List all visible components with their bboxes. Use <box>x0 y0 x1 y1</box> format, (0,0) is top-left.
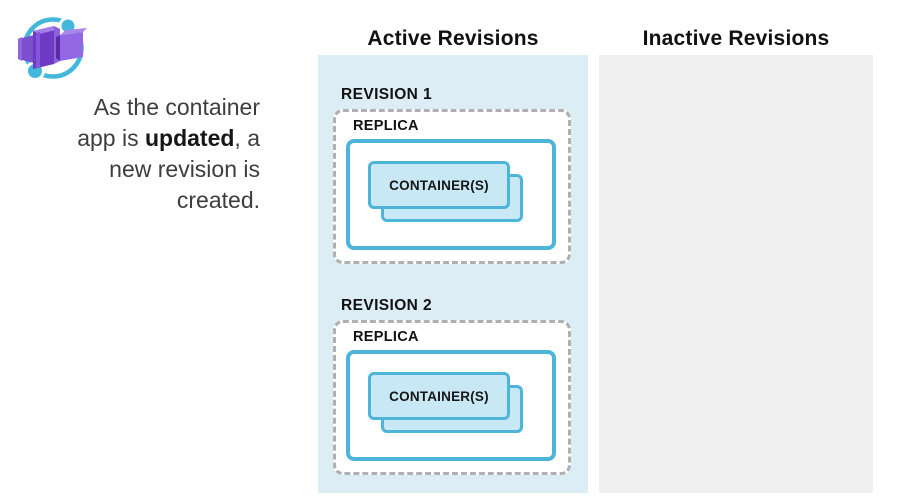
revision-2-replica-box: CONTAINER(S) <box>346 350 556 461</box>
revision-2-replica-label: REPLICA <box>353 329 419 345</box>
intro-line-4: created. <box>176 187 260 213</box>
intro-line-2-before: app is <box>77 125 145 151</box>
container-box-left-icon <box>18 35 34 63</box>
revision-1-replica-box: CONTAINER(S) <box>346 139 556 250</box>
intro-line-3: new revision is <box>109 156 260 182</box>
intro-bold-word: updated <box>144 125 235 151</box>
revision-2-box: REPLICA CONTAINER(S) <box>333 320 571 475</box>
container-front-card: CONTAINER(S) <box>368 161 510 209</box>
revision-1-box: REPLICA CONTAINER(S) <box>333 109 571 264</box>
revision-2-label: REVISION 2 <box>341 297 432 314</box>
container-apps-icon <box>18 16 87 81</box>
active-revisions-title: Active Revisions <box>367 27 539 50</box>
active-revisions-panel: REVISION 1 REPLICA CONTAINER(S) REVISION… <box>318 55 588 493</box>
intro-line-2-after: , a <box>234 125 260 151</box>
inactive-revisions-title: Inactive Revisions <box>642 27 830 50</box>
intro-line-1: As the container <box>93 94 260 120</box>
inactive-revisions-panel <box>599 55 873 493</box>
container-box-right-icon <box>56 28 87 61</box>
revision-1-replica-label: REPLICA <box>353 118 419 134</box>
container-apps-logo <box>14 6 94 86</box>
intro-text: As the container app is updated, a new r… <box>26 92 260 216</box>
revision-1-label: REVISION 1 <box>341 86 432 103</box>
container-box-center-icon <box>33 26 60 69</box>
container-front-card: CONTAINER(S) <box>368 372 510 420</box>
